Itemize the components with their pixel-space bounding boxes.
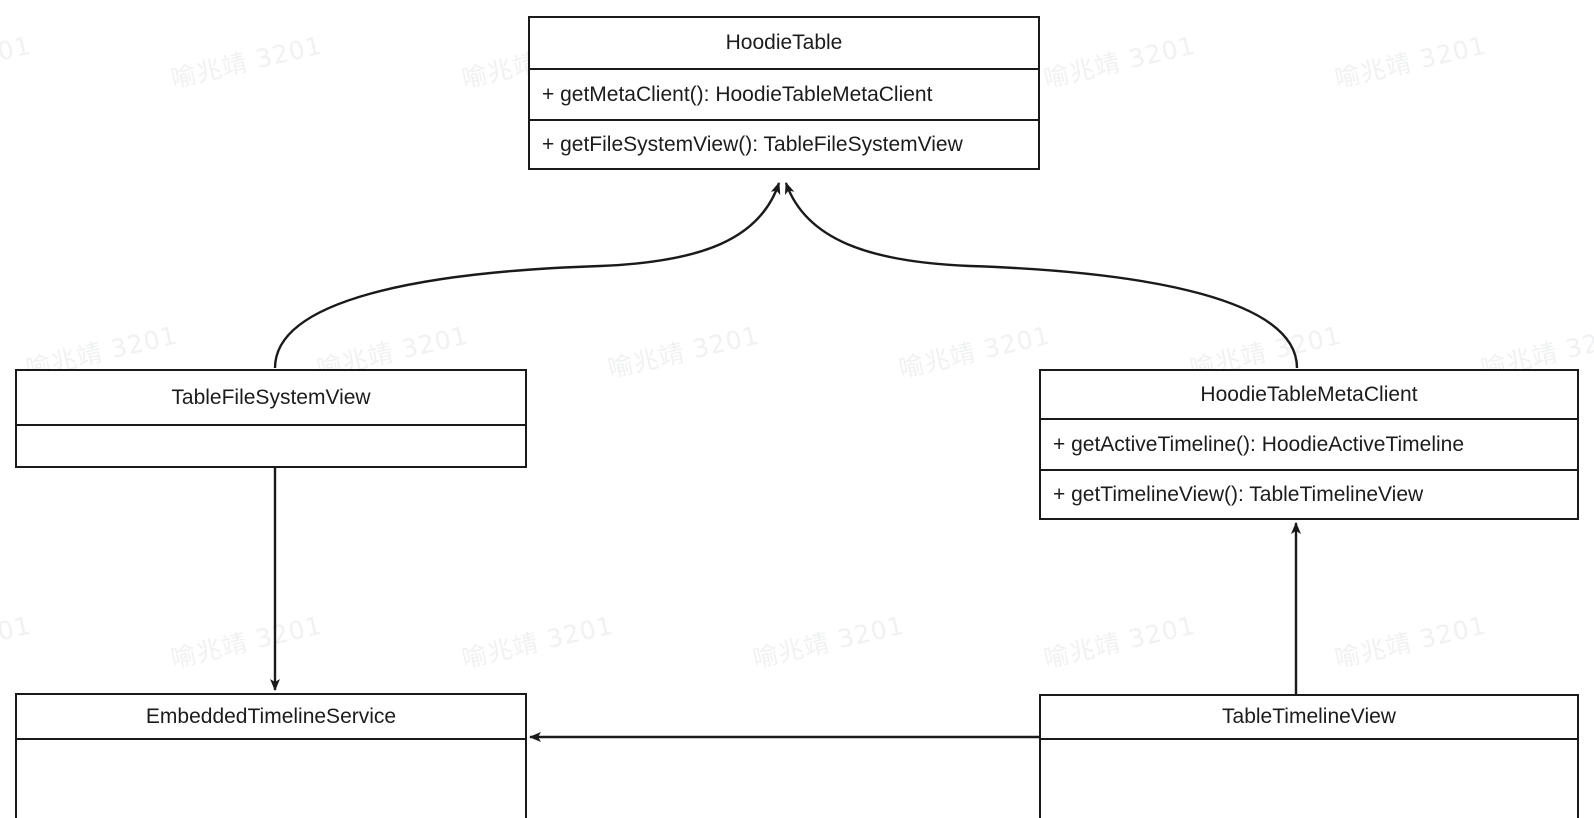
uml-class-name-table-timeline-view: TableTimelineView [1041,696,1577,740]
uml-class-name-hoodie-table-meta-client: HoodieTableMetaClient [1041,371,1577,420]
uml-class-table-file-system-view[interactable]: TableFileSystemView [15,369,527,468]
uml-members-compartment-table-file-system-view [17,426,525,466]
watermark-text: 喻兆靖 3201 [168,610,326,674]
connector-hoodietablemetaclient-to-hoodietable [784,182,1299,369]
watermark-text: 喻兆靖 3201 [1332,610,1490,674]
uml-members-compartment-hoodie-table-meta-client: + getActiveTimeline(): HoodieActiveTimel… [1041,420,1577,518]
uml-members-compartment-embedded-timeline-service [17,740,525,818]
uml-class-embedded-timeline-service[interactable]: EmbeddedTimelineService [15,693,527,818]
uml-member-hoodie-table-0: + getMetaClient(): HoodieTableMetaClient [542,82,933,106]
uml-member-hoodie-table-meta-client-1: + getTimelineView(): TableTimelineView [1041,469,1577,518]
uml-class-table-timeline-view[interactable]: TableTimelineView [1039,694,1579,818]
uml-class-hoodie-table[interactable]: HoodieTable+ getMetaClient(): HoodieTabl… [528,16,1040,170]
watermark-text: 喻兆靖 3201 [1332,30,1490,94]
watermark-text: 喻兆靖 3201 [459,610,617,674]
uml-class-hoodie-table-meta-client[interactable]: HoodieTableMetaClient + getActiveTimeline… [1039,369,1579,520]
uml-members-compartment-table-timeline-view [1041,740,1577,818]
watermark-text: 喻兆靖 3201 [1041,610,1199,674]
watermark-text: 喻兆靖 3201 [168,30,326,94]
watermark-text: 喻兆靖 3201 [0,30,35,94]
watermark-text: 喻兆靖 3201 [1041,30,1199,94]
uml-class-name-table-file-system-view: TableFileSystemView [17,371,525,426]
uml-member-hoodie-table-1: + getFileSystemView(): TableFileSystemVi… [530,119,1038,168]
watermark-text: 喻兆靖 3201 [895,320,1053,384]
uml-class-name-hoodie-table: HoodieTable [530,18,1038,70]
watermark-text: 喻兆靖 3201 [604,320,762,384]
uml-class-name-embedded-timeline-service: EmbeddedTimelineService [17,695,525,740]
uml-member-hoodie-table-meta-client-0: + getActiveTimeline(): HoodieActiveTimel… [1053,432,1465,456]
watermark-text: 喻兆靖 3201 [0,610,35,674]
uml-members-compartment-hoodie-table: + getMetaClient(): HoodieTableMetaClient… [530,70,1038,168]
connector-tablefilesystemview-to-hoodietable [273,182,781,369]
watermark-text: 喻兆靖 3201 [750,610,908,674]
